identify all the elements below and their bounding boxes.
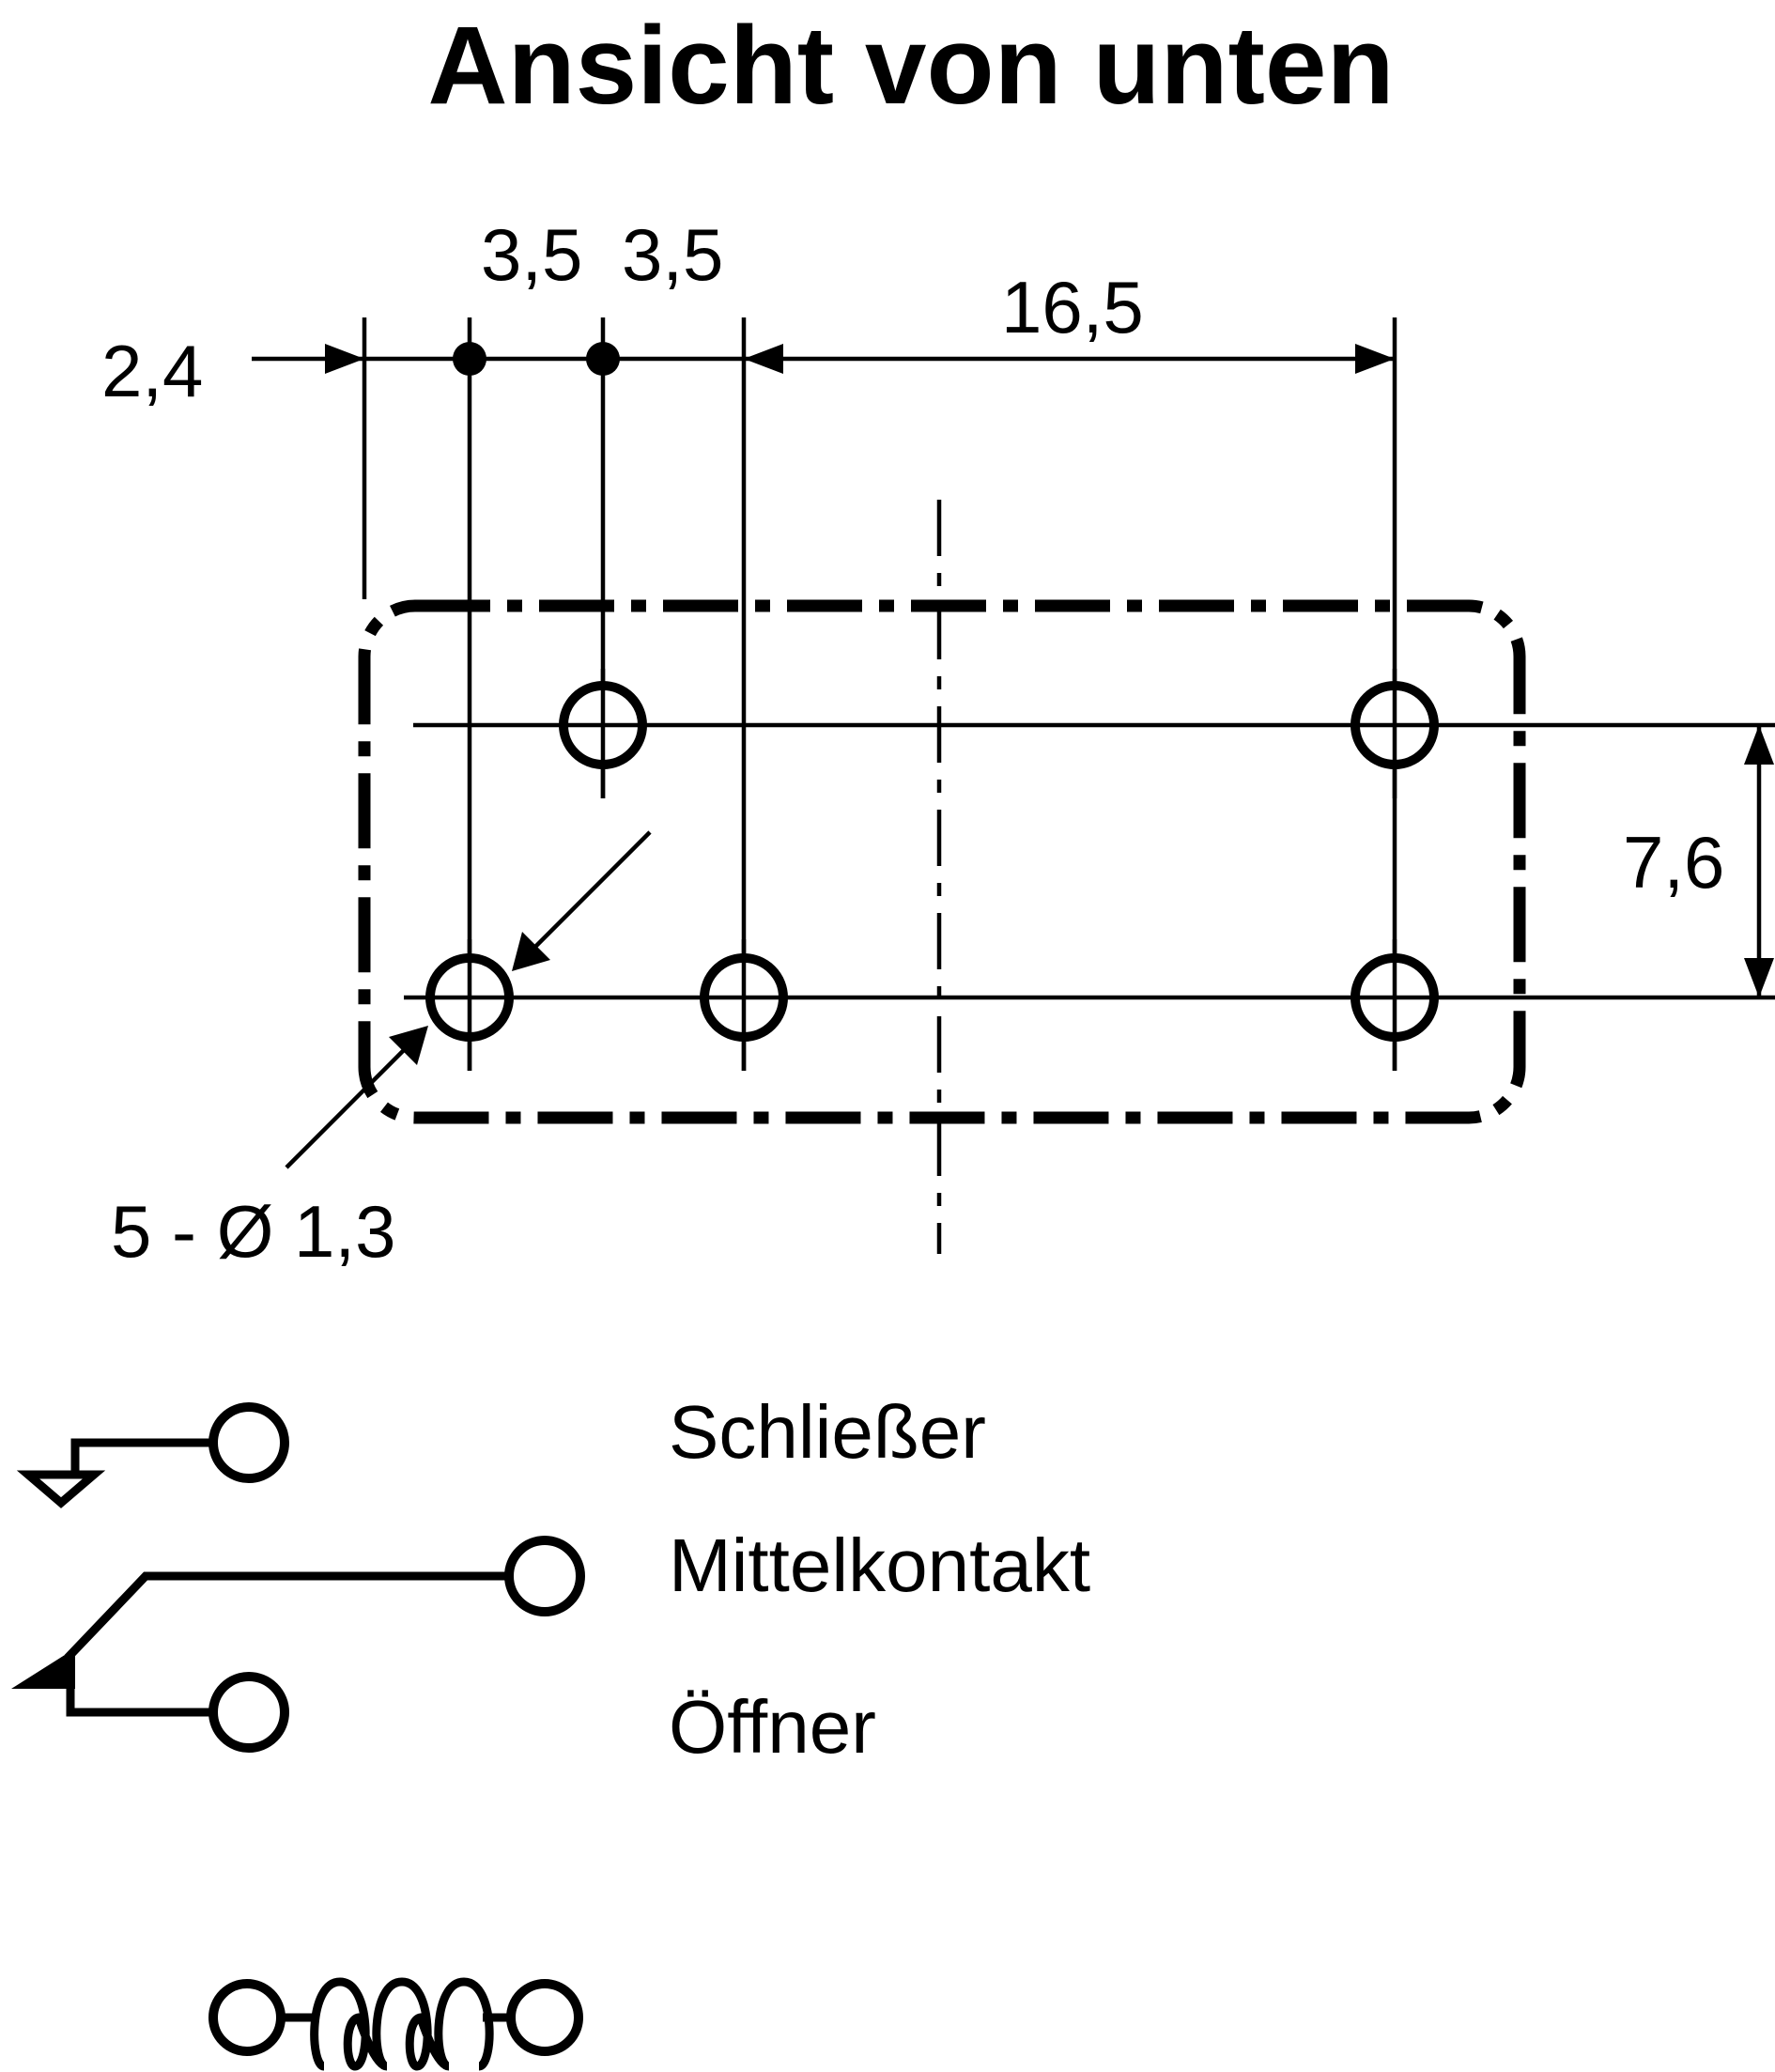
dimension-dot-2 xyxy=(586,342,620,376)
legend-label-normally-closed: Öffner xyxy=(669,1685,876,1769)
dimension-label-row-spacing: 7,6 xyxy=(1623,821,1724,904)
dimension-label-pitch-1: 3,5 xyxy=(481,213,582,296)
common-contact-symbol xyxy=(64,1536,585,1662)
coil-terminal-left xyxy=(208,1979,286,2056)
pin-holes xyxy=(425,669,1439,1071)
dimension-label-hole-count-diameter: 5 - Ø 1,3 xyxy=(111,1190,395,1273)
drawing-title: Ansicht von unten xyxy=(427,4,1394,128)
row-spacing-dimension xyxy=(1744,725,1774,997)
coil-symbol xyxy=(208,1977,583,2071)
leader-arrow-head-1 xyxy=(512,932,550,971)
package-outline xyxy=(358,599,1526,1124)
arrow-head-edge-offset xyxy=(325,344,364,374)
coil-terminal-right xyxy=(506,1979,583,2056)
normally-open-triangle xyxy=(16,1470,106,1508)
arrow-head-span-left xyxy=(744,344,783,374)
horizontal-dimension-line xyxy=(252,342,1395,376)
normally-open-terminal xyxy=(208,1402,289,1483)
arrow-head-span-right xyxy=(1355,344,1395,374)
pin-hole-bottom-left xyxy=(425,939,514,1071)
pin-hole-bottom-middle xyxy=(700,939,788,1071)
leader-arrow-head-2 xyxy=(389,1026,428,1065)
normally-closed-terminal xyxy=(208,1672,289,1753)
normally-open-symbol xyxy=(16,1402,289,1508)
pin-hole-top-right xyxy=(1351,669,1439,798)
normally-closed-wedge xyxy=(11,1648,75,1689)
pin-hole-bottom-right xyxy=(1351,939,1439,1071)
legend-label-normally-open: Schließer xyxy=(669,1390,986,1474)
dimension-dot-1 xyxy=(453,342,486,376)
arrow-head-row-bottom xyxy=(1744,958,1774,997)
arrow-head-row-top xyxy=(1744,725,1774,765)
normally-closed-symbol xyxy=(11,1648,289,1753)
hole-diameter-leaders xyxy=(285,830,652,1169)
pin-hole-top-left xyxy=(559,669,647,798)
dimension-label-long-span: 16,5 xyxy=(1001,266,1144,348)
coil-winding xyxy=(310,1977,494,2071)
dimension-label-edge-offset: 2,4 xyxy=(101,330,203,412)
legend-label-common: Mittelkontakt xyxy=(669,1523,1090,1607)
dimension-label-pitch-2: 3,5 xyxy=(622,213,723,296)
common-contact-terminal xyxy=(504,1536,585,1616)
